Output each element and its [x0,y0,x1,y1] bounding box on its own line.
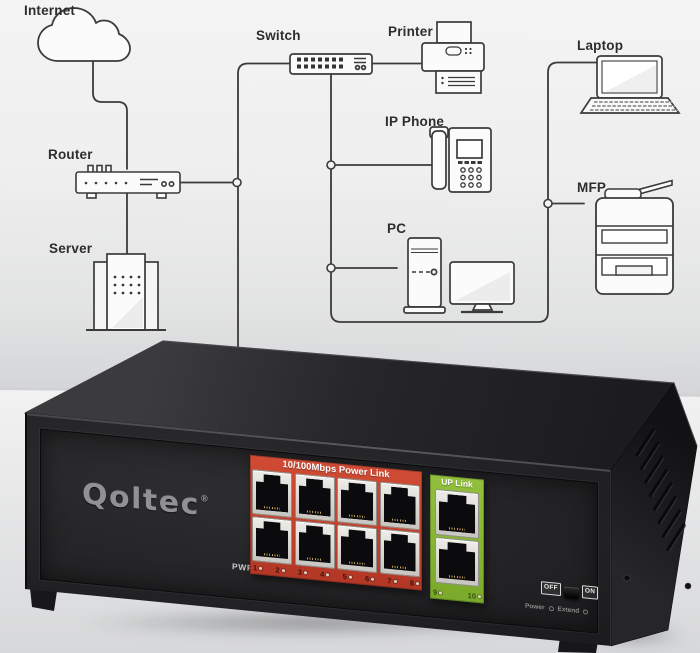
case-screw [684,582,692,590]
junction-node-icon [232,160,553,273]
rj45-port-4 [379,481,420,531]
power-switch-knob [563,586,579,599]
uplink-panel: UP Link 9 10 [430,474,484,604]
port-led [348,575,352,579]
diagram-label-server: Server [49,241,93,256]
port-led [393,579,397,584]
cloud-icon [37,7,131,62]
rj45-port-9 [435,488,479,540]
case-edge-highlight [24,340,164,414]
router-icon [75,164,181,199]
port-number: 4 [320,570,330,580]
case-edge-highlight [673,382,698,447]
rj45-port-6 [294,519,335,569]
diagram-connector-lines [92,60,598,357]
switch-icon [289,53,373,75]
port-number: 7 [387,576,397,586]
port-led [478,595,481,599]
port-led [281,568,285,573]
uplink-port-numbers: 9 10 [433,588,481,602]
rj45-port-3 [337,477,377,527]
rj45-port-5 [252,515,292,565]
printer-icon [421,21,485,94]
diagram-label-mfp: MFP [577,180,607,195]
port-number: 8 [410,578,419,588]
mfp-icon [595,179,674,295]
rj45-port-7 [337,523,377,573]
diagram-label-switch: Switch [256,28,301,43]
side-vent-highlight [638,430,687,551]
port-number: 10 [468,591,481,601]
rj45-port-10 [435,536,479,587]
ip-phone-icon [429,126,492,193]
rj45-port-8 [379,527,420,577]
port-number: 2 [275,565,285,575]
laptop-icon [579,55,681,114]
pc-icon [403,237,515,314]
extend-status-led-icon [583,609,589,615]
rj45-port-1 [252,469,292,518]
port-number: 5 [343,572,352,582]
port-number: 1 [253,563,263,573]
on-label: ON [581,585,599,600]
registered-mark: ® [199,494,209,505]
diagram-label-printer: Printer [388,24,433,39]
port-led [259,566,263,571]
case-screw [623,574,631,582]
port-number: 6 [365,574,375,584]
case-foot [30,588,57,611]
port-number: 3 [298,568,307,578]
diagram-label-router: Router [48,147,93,162]
server-icon [86,253,166,331]
diagram-label-ip-phone: IP Phone [385,114,445,129]
poe-panel: 10/100Mbps Power Link 1 2 3 4 5 6 7 8 [250,454,422,591]
port-number: 9 [433,588,443,598]
case-edge-highlight [162,340,675,384]
side-vent-slots [635,428,686,551]
diagram-label-internet: Internet [24,3,76,18]
port-led [371,577,375,581]
port-led [303,571,307,575]
power-status-led-icon [548,605,554,612]
diagram-label-pc: PC [387,221,407,236]
off-label: OFF [541,581,561,596]
port-led [326,573,330,577]
port-led [415,581,419,586]
case-right-face [610,382,698,647]
rj45-port-2 [294,473,335,523]
port-led [439,591,443,595]
diagram-label-laptop: Laptop [577,38,624,53]
